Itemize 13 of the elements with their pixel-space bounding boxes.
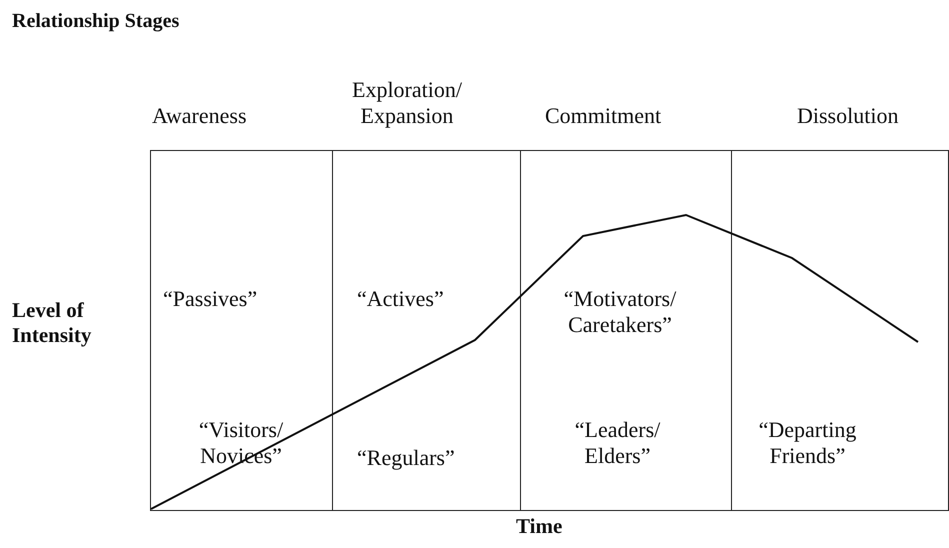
role-text: “Departing Friends”	[758, 417, 858, 469]
stage-heading: Exploration/ Expansion	[351, 77, 463, 129]
stage-heading: Awareness	[152, 103, 246, 129]
role-text: “Leaders/ Elders”	[574, 417, 662, 469]
axis-label: Time	[516, 514, 562, 539]
role-text: “Actives”	[357, 286, 444, 312]
stage-heading: Dissolution	[797, 103, 898, 129]
role-text: “Regulars”	[357, 445, 455, 471]
stage-heading: Commitment	[545, 103, 662, 129]
diagram-title: Relationship Stages	[12, 10, 180, 33]
role-text: “Motivators/ Caretakers”	[562, 286, 678, 338]
axis-label: Level of Intensity	[12, 298, 92, 348]
role-text: “Passives”	[163, 286, 258, 312]
